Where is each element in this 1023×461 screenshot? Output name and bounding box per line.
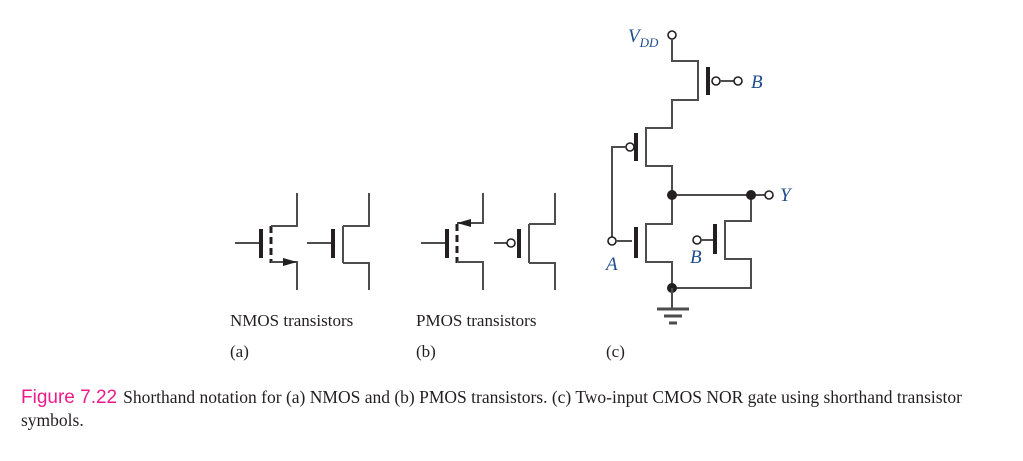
caption-text: Shorthand notation for (a) NMOS and (b) …	[21, 387, 962, 430]
vdd-label: VDD	[628, 26, 659, 50]
figure-diagram: VDD B Y A B NMOS transistors (a) PMOS tr…	[230, 26, 793, 361]
output-y-label: Y	[780, 185, 793, 206]
pmos-symbol-arrow	[421, 193, 484, 290]
figure-number: Figure 7.22	[21, 387, 118, 408]
panel-c-tag: (c)	[606, 342, 625, 361]
panel-a-tag: (a)	[230, 342, 249, 361]
panel-b-title: PMOS transistors	[416, 311, 536, 330]
input-b-top-label: B	[751, 72, 763, 93]
input-b-bottom-label: B	[690, 247, 702, 268]
nmos-symbol-arrow	[235, 193, 298, 290]
nor-gate-circuit	[607, 30, 774, 325]
panel-b-tag: (b)	[416, 342, 436, 361]
panel-a-title: NMOS transistors	[230, 311, 353, 330]
input-a-label: A	[604, 254, 618, 275]
nmos-symbol-plain	[307, 193, 370, 290]
pmos-symbol-bubble	[494, 193, 556, 290]
